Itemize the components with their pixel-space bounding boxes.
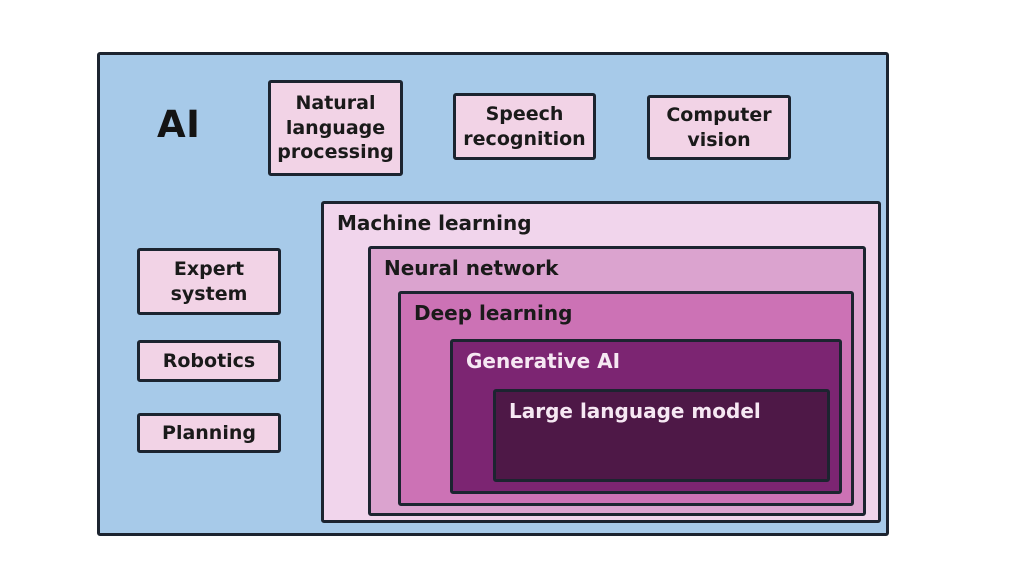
- box-natural-language-processing-label: Natural language processing: [277, 91, 394, 164]
- box-deep-learning-label: Deep learning: [414, 301, 573, 325]
- box-expert-system-label: Expert system: [170, 257, 248, 305]
- box-robotics-label: Robotics: [162, 349, 256, 372]
- box-large-language-model-label: Large language model: [509, 399, 761, 423]
- box-computer-vision: Computer vision: [647, 95, 791, 160]
- box-robotics: Robotics: [137, 340, 281, 382]
- ai-label: AI: [157, 103, 201, 146]
- box-generative-ai: Generative AI Large language model: [450, 339, 842, 494]
- box-speech-recognition: Speech recognition: [453, 93, 596, 160]
- box-machine-learning-label: Machine learning: [337, 211, 532, 235]
- box-generative-ai-label: Generative AI: [466, 349, 621, 373]
- box-machine-learning: Machine learning Neural network Deep lea…: [321, 201, 881, 523]
- box-neural-network-label: Neural network: [384, 256, 559, 280]
- box-neural-network: Neural network Deep learning Generative …: [368, 246, 866, 516]
- box-natural-language-processing: Natural language processing: [268, 80, 403, 176]
- box-deep-learning: Deep learning Generative AI Large langua…: [398, 291, 854, 506]
- box-planning: Planning: [137, 413, 281, 453]
- box-large-language-model: Large language model: [493, 389, 830, 482]
- box-planning-label: Planning: [162, 421, 256, 444]
- box-expert-system: Expert system: [137, 248, 281, 315]
- box-computer-vision-label: Computer vision: [666, 103, 772, 151]
- ai-container-box: AI Natural language processing Speech re…: [97, 52, 889, 536]
- box-speech-recognition-label: Speech recognition: [463, 102, 586, 150]
